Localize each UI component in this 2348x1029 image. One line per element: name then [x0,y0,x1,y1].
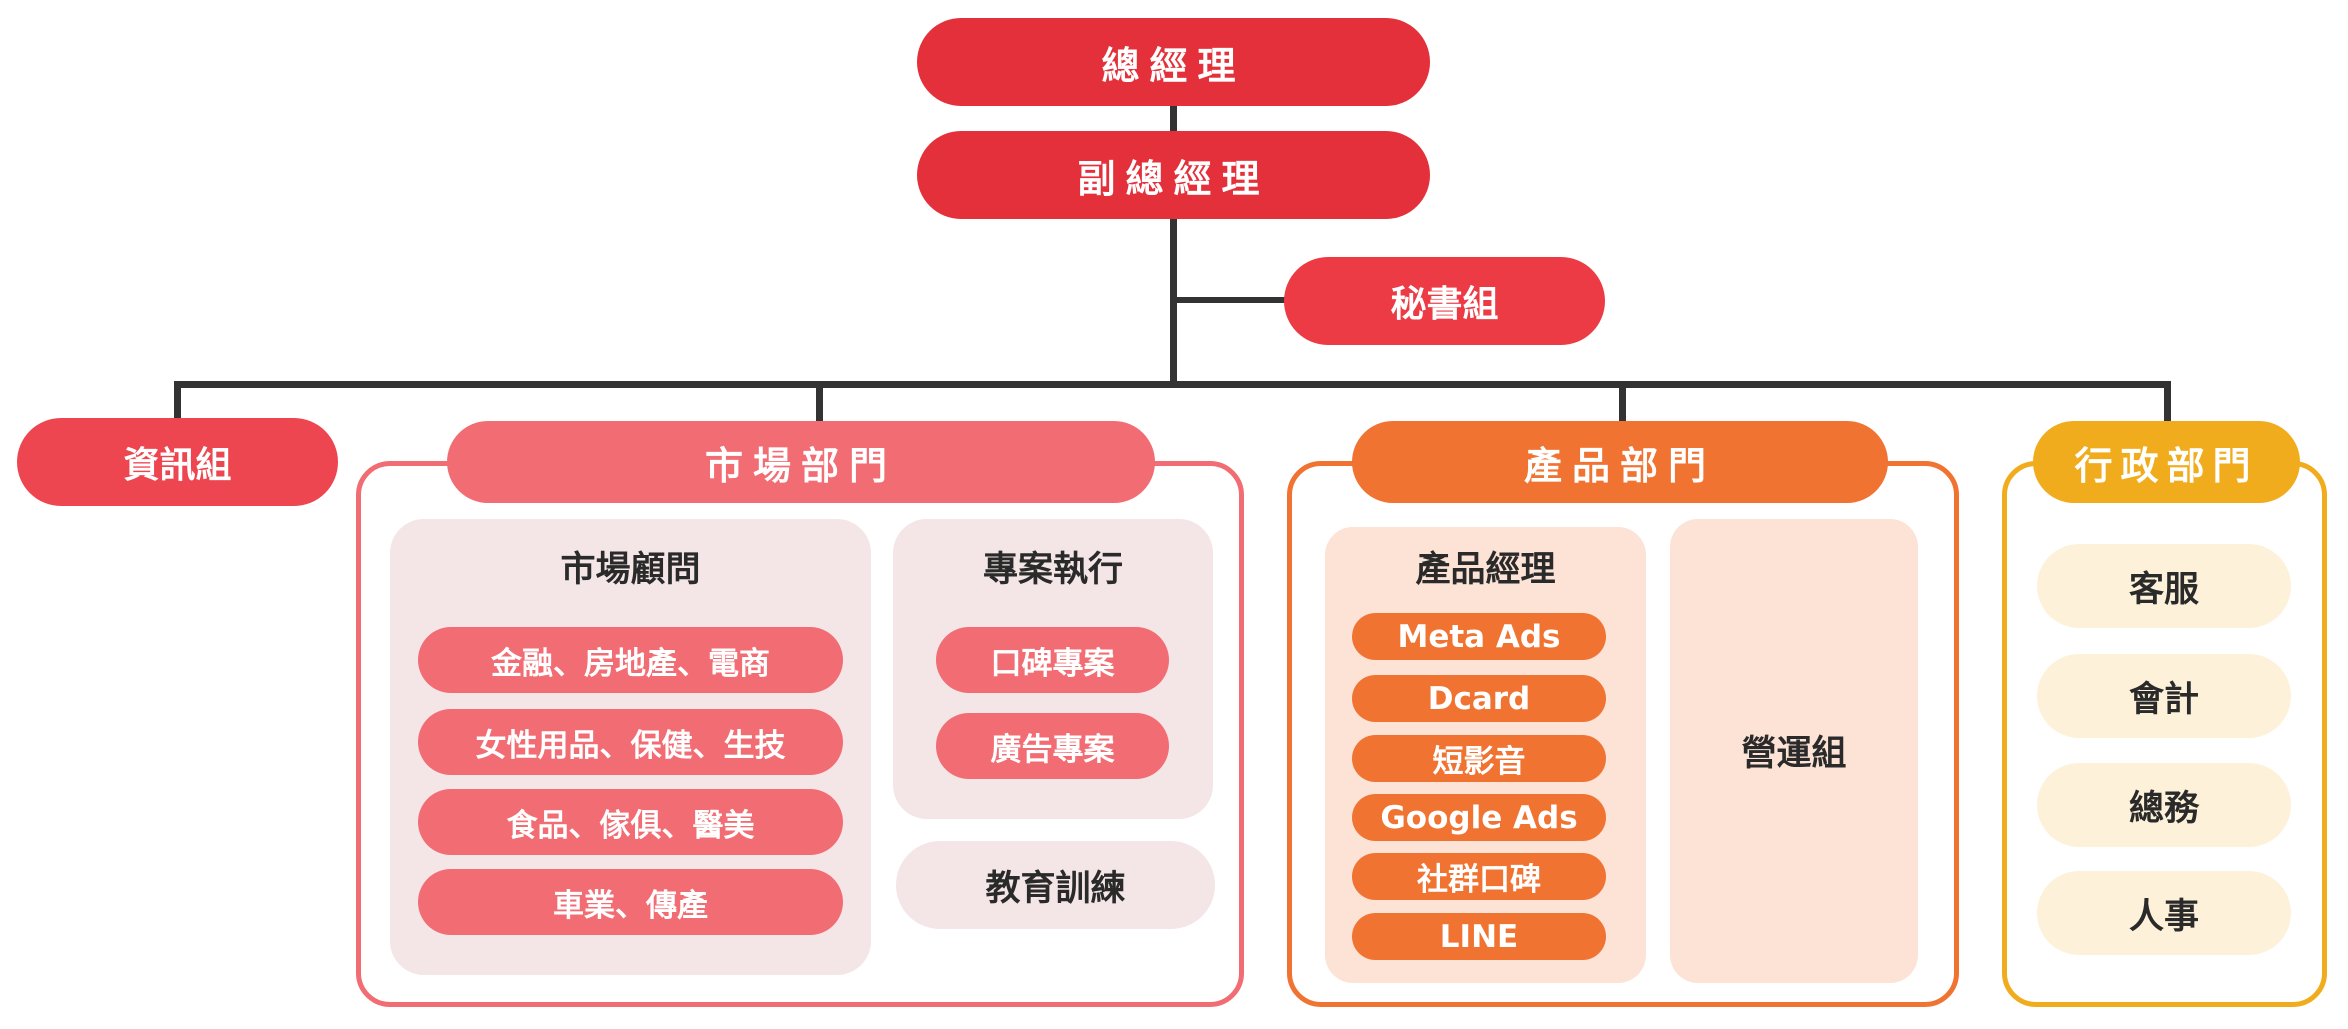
admin-item-general-affairs: 總務 [2037,763,2291,847]
pm-item-label: LINE [1439,918,1519,955]
operations-label: 營運組 [1741,733,1847,774]
deputy-gm-node: 副總經理 [917,131,1430,219]
gm-label: 總經理 [1101,43,1246,88]
pm-item-line: LINE [1352,913,1606,960]
project-item-ads: 廣告專案 [936,713,1169,779]
consultant-item-finance: 金融、房地產、電商 [418,627,843,693]
admin-item-accounting: 會計 [2037,654,2291,738]
secretary-label: 秘書組 [1390,284,1499,325]
deputy-gm-label: 副總經理 [1077,156,1270,201]
consultant-item-food: 食品、傢俱、醫美 [418,789,843,855]
product-department-label: 產品部門 [1523,443,1716,488]
project-item-label: 廣告專案 [990,731,1115,768]
pm-item-dcard: Dcard [1352,675,1606,722]
gm-node: 總經理 [917,18,1430,106]
admin-department-header: 行政部門 [2033,421,2300,503]
consultant-item-auto: 車業、傳產 [418,869,843,935]
connector-drop-product [1619,381,1626,421]
consultant-item-label: 車業、傳產 [553,887,708,924]
consultant-item-label: 食品、傢俱、醫美 [506,807,755,844]
project-item-wom: 口碑專案 [936,627,1169,693]
project-item-label: 口碑專案 [990,645,1115,682]
marketing-department-header: 市場部門 [447,421,1155,503]
pm-item-google-ads: Google Ads [1352,794,1606,841]
consultant-item-label: 金融、房地產、電商 [491,645,770,682]
pm-item-label: 短影音 [1432,744,1526,780]
consultant-item-women: 女性用品、保健、生技 [418,709,843,775]
admin-item-customer-service: 客服 [2037,544,2291,628]
training-label: 教育訓練 [985,868,1126,909]
admin-item-label: 人事 [2128,896,2199,937]
admin-item-label: 客服 [2128,569,2199,610]
pm-item-label: Meta Ads [1397,618,1561,655]
admin-item-hr: 人事 [2037,871,2291,955]
project-execution-title: 專案執行 [982,549,1123,590]
pm-item-label: Google Ads [1380,799,1578,836]
marketing-department-label: 市場部門 [704,443,897,488]
pm-item-label: Dcard [1427,680,1531,717]
connector-drop-admin [2164,381,2171,421]
connector-gm-deputy [1170,104,1177,132]
consultant-item-label: 女性用品、保健、生技 [475,727,786,764]
market-consultant-title: 市場顧問 [560,549,701,590]
admin-department-label: 行政部門 [2074,443,2259,488]
pm-item-social-wom: 社群口碑 [1352,853,1606,900]
connector-drop-info [174,381,181,421]
pm-item-short-video: 短影音 [1352,735,1606,782]
secretary-node: 秘書組 [1284,257,1605,345]
connector-drop-marketing [816,381,823,421]
info-group-label: 資訊組 [123,445,232,486]
operations-panel [1670,519,1918,983]
admin-item-label: 總務 [2128,788,2199,829]
info-group-node: 資訊組 [17,418,338,506]
admin-item-label: 會計 [2128,679,2199,720]
connector-horizontal [174,381,2171,388]
product-manager-title: 產品經理 [1415,549,1556,590]
connector-secretary [1170,297,1285,303]
product-department-header: 產品部門 [1352,421,1888,503]
pm-item-meta-ads: Meta Ads [1352,613,1606,660]
training-node: 教育訓練 [896,841,1215,929]
pm-item-label: 社群口碑 [1417,862,1541,898]
